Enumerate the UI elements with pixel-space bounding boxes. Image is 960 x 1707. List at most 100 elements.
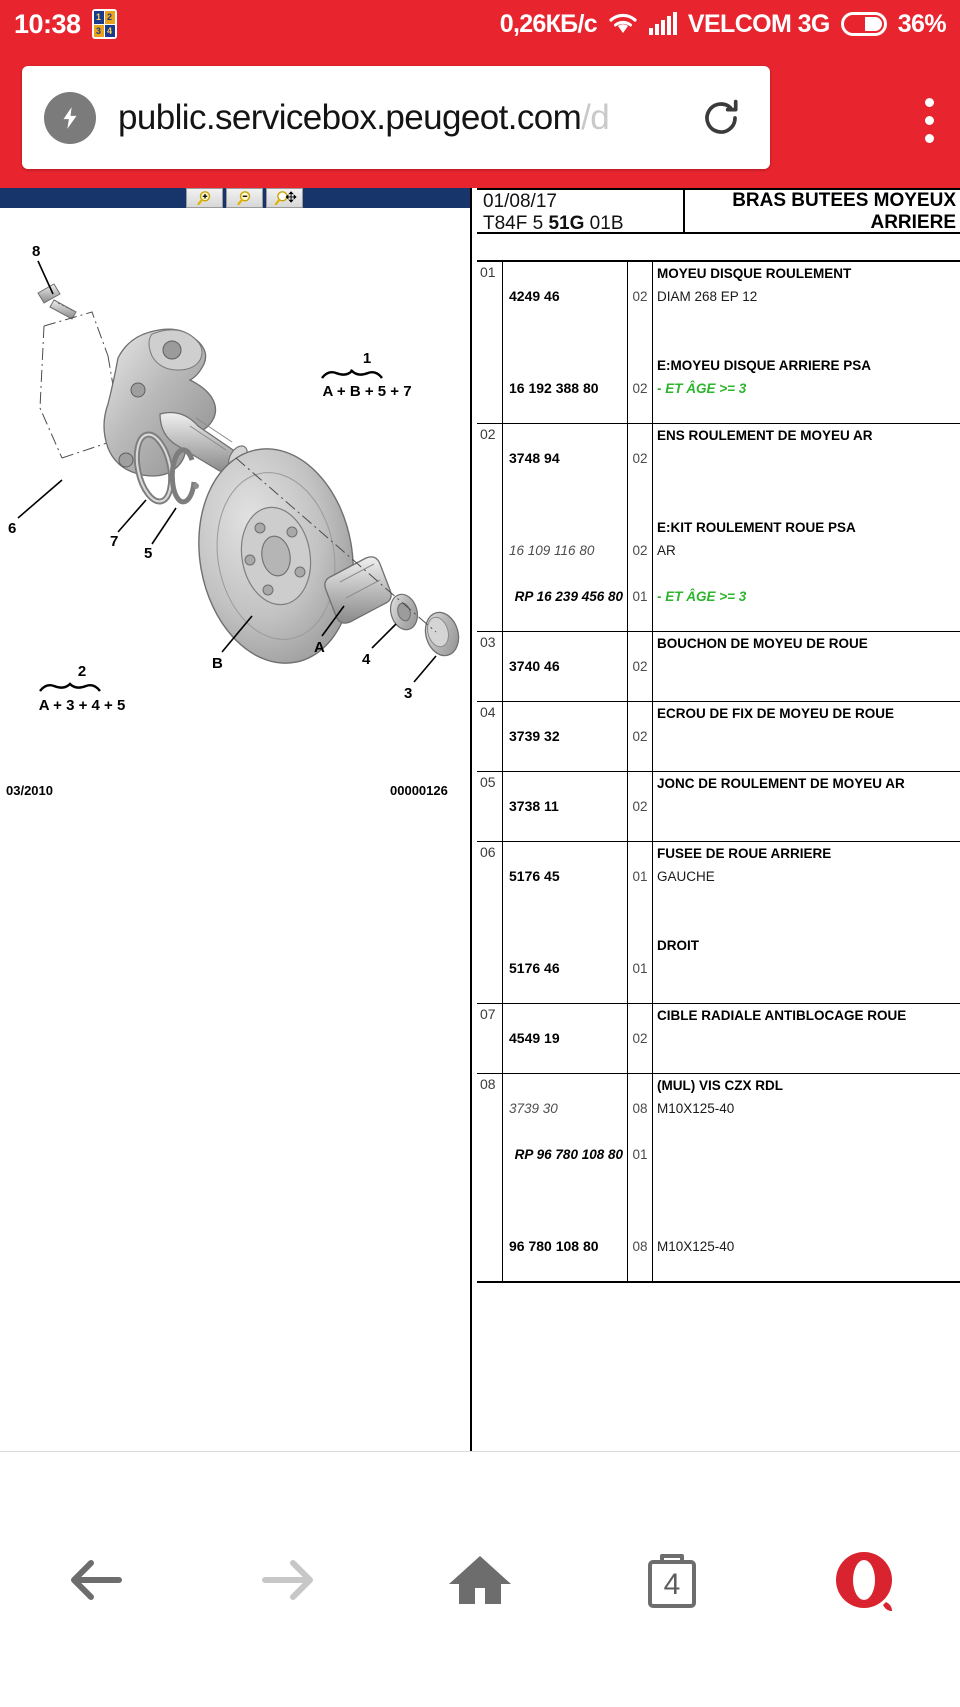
- row-gap: [657, 493, 960, 516]
- catalog-header-ref: 01/08/17 T84F 5 51G 01B: [477, 190, 685, 234]
- part-reference[interactable]: 3738 11: [509, 798, 559, 814]
- part-subdescription: [657, 447, 960, 470]
- reference-spacer: [509, 632, 623, 655]
- tabs-count-label: 4: [663, 1567, 681, 1601]
- forward-button[interactable]: [213, 1525, 363, 1635]
- row-bottom-pad: [509, 678, 623, 701]
- part-reference[interactable]: 5176 45: [509, 868, 560, 884]
- reference-spacer: [509, 1074, 623, 1097]
- part-description: CIBLE RADIALE ANTIBLOCAGE ROUE: [657, 1008, 907, 1023]
- reference-spacer: [509, 424, 623, 447]
- url-bar[interactable]: public.servicebox.peugeot.com/d: [22, 66, 770, 169]
- group-2-annotation: 2 A + 3 + 4 + 5: [39, 663, 126, 714]
- row-gap: [628, 1189, 652, 1212]
- data-rate-label: 0,26КБ/с: [499, 9, 598, 38]
- table-row[interactable]: 02 3748 94 16 109 116 80 RP 16 239 456 8…: [477, 424, 960, 632]
- part-circlip-5: [169, 447, 199, 505]
- part-reference[interactable]: 96 780 108 80: [509, 1238, 599, 1254]
- row-index: 04: [477, 702, 503, 771]
- tabs-button[interactable]: 4: [597, 1525, 747, 1635]
- row-bottom-pad: [509, 1258, 623, 1281]
- row-reference-cell: 3739 30 RP 96 780 108 80 96 780 108 80: [503, 1074, 628, 1281]
- part-reference[interactable]: 16 192 388 80: [509, 380, 599, 396]
- row-index: 05: [477, 772, 503, 841]
- part-reference[interactable]: 3739 32: [509, 728, 560, 744]
- part-condition-note: - ET ÂGE >= 3: [657, 589, 747, 604]
- url-input[interactable]: public.servicebox.peugeot.com/d: [118, 98, 698, 138]
- part-quantity: 08: [632, 1101, 648, 1116]
- part-quantity: 02: [632, 451, 648, 466]
- table-row[interactable]: 07 4549 19 02 CIBLE RADIALE ANTIBLOCAGE …: [477, 1004, 960, 1074]
- reference-spacer: [509, 1120, 623, 1143]
- part-reference[interactable]: RP 16 239 456 80: [514, 589, 623, 604]
- svg-text:A + 3 + 4 + 5: A + 3 + 4 + 5: [39, 697, 126, 714]
- row-quantity-cell: 01 01: [628, 842, 653, 1003]
- part-subdescription: [657, 957, 960, 980]
- part-quantity: 02: [632, 289, 648, 304]
- home-icon: [449, 1555, 511, 1604]
- part-quantity: 08: [632, 1239, 648, 1254]
- row-gap: [657, 1189, 960, 1212]
- part-reference[interactable]: 3740 46: [509, 658, 560, 674]
- zoom-out-button[interactable]: [226, 188, 263, 208]
- diagram-viewer-toolbar: [0, 188, 470, 208]
- part-reference[interactable]: 16 109 116 80: [509, 543, 595, 558]
- row-description-cell: JONC DE ROULEMENT DE MOYEU AR: [653, 772, 960, 841]
- quantity-spacer: [628, 516, 652, 539]
- table-row[interactable]: 01 4249 46 16 192 388 80 02 02 MOYEU DIS…: [477, 262, 960, 424]
- carrier-label: VELCOM 3G: [687, 9, 830, 38]
- part-description: MOYEU DISQUE ROULEMENT: [657, 266, 852, 281]
- reference-spacer: [509, 516, 623, 539]
- row-gap: [509, 888, 623, 911]
- part-reference[interactable]: 4549 19: [509, 1030, 560, 1046]
- table-row[interactable]: 05 3738 11 02 JONC DE ROULEMENT DE MOYEU…: [477, 772, 960, 842]
- zoom-in-button[interactable]: [186, 188, 223, 208]
- row-bottom-pad: [628, 1258, 652, 1281]
- quantity-spacer: [628, 934, 652, 957]
- row-bottom-pad: [657, 1258, 960, 1281]
- part-quantity: 01: [632, 589, 648, 604]
- row-gap: [509, 493, 623, 516]
- row-gap: [509, 1189, 623, 1212]
- part-reference[interactable]: 4249 46: [509, 288, 560, 304]
- ref-bold: 51G: [548, 213, 585, 234]
- reload-button[interactable]: [698, 95, 744, 141]
- part-quantity: 01: [632, 869, 648, 884]
- part-reference[interactable]: RP 96 780 108 80: [514, 1147, 623, 1162]
- svg-text:4: 4: [362, 651, 371, 668]
- arrow-right-icon: [262, 1559, 313, 1600]
- reference-spacer: [509, 262, 623, 285]
- svg-text:5: 5: [144, 545, 152, 562]
- table-row[interactable]: 04 3739 32 02 ECROU DE FIX DE MOYEU DE R…: [477, 702, 960, 772]
- row-gap: [628, 1166, 652, 1189]
- svg-text:7: 7: [110, 533, 118, 550]
- overflow-menu-icon[interactable]: [925, 98, 934, 143]
- part-reference[interactable]: 3739 30: [509, 1101, 558, 1116]
- table-row[interactable]: 06 5176 45 5176 46 01 01 FUSEE DE ROUE A…: [477, 842, 960, 1004]
- row-reference-cell: 4549 19: [503, 1004, 628, 1073]
- row-bottom-pad: [657, 748, 960, 771]
- row-reference-cell: 3740 46: [503, 632, 628, 701]
- part-description: BOUCHON DE MOYEU DE ROUE: [657, 636, 868, 651]
- table-row[interactable]: 03 3740 46 02 BOUCHON DE MOYEU DE ROUE: [477, 632, 960, 702]
- part-seal-ring-7: [133, 431, 175, 505]
- table-row[interactable]: 08 3739 30 RP 96 780 108 80 96 780 108 8…: [477, 1074, 960, 1281]
- part-quantity: 01: [632, 961, 648, 976]
- row-reference-cell: 3748 94 16 109 116 80 RP 16 239 456 80: [503, 424, 628, 631]
- home-button[interactable]: [405, 1525, 555, 1635]
- quantity-spacer: [628, 1004, 652, 1027]
- parts-diagram[interactable]: 8 6 7: [0, 208, 470, 1451]
- opera-menu-button[interactable]: [789, 1525, 939, 1635]
- part-subdescription: [657, 655, 960, 678]
- part-quantity: 02: [632, 381, 648, 396]
- part-reference[interactable]: 3748 94: [509, 450, 560, 466]
- status-bar: 10:38 1 2 3 4 0,26КБ/с VELCOM 3G 36%: [0, 0, 960, 48]
- row-index: 06: [477, 842, 503, 1003]
- back-button[interactable]: [21, 1525, 171, 1635]
- part-reference[interactable]: 5176 46: [509, 960, 560, 976]
- pan-button[interactable]: [266, 188, 303, 208]
- row-gap: [657, 470, 960, 493]
- part-description: E:KIT ROULEMENT ROUE PSA: [657, 520, 856, 535]
